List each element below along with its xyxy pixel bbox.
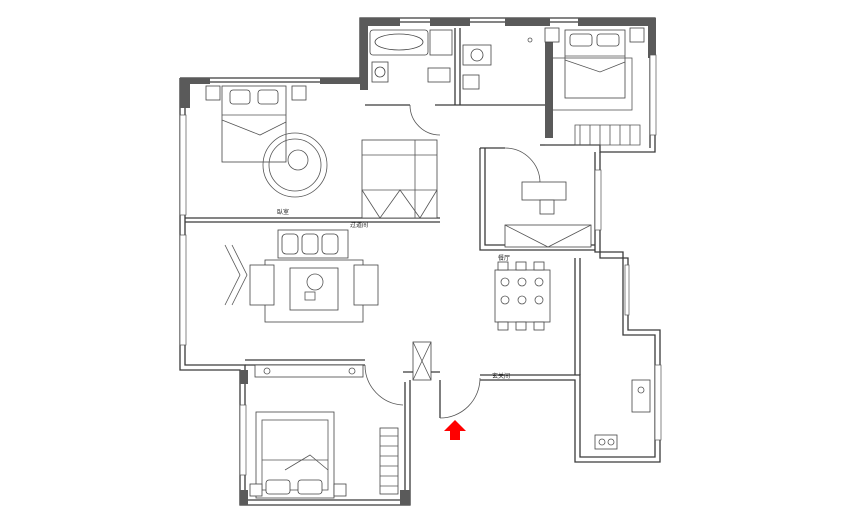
- red-up-arrow-icon: [444, 420, 466, 440]
- kitchen: [504, 181, 592, 248]
- living-room: [224, 229, 379, 378]
- dining-label: 餐厅: [498, 254, 510, 262]
- bedroom-label: 臥室: [277, 208, 289, 216]
- entry-label: 玄关间: [492, 372, 510, 380]
- bedroom-upper-left: [205, 85, 438, 219]
- utility-kitchen: [594, 379, 651, 450]
- aisle-label: 过道间: [350, 221, 368, 229]
- dining-area: [412, 261, 551, 381]
- door-swings: [364, 104, 541, 419]
- master-bedroom: [544, 27, 645, 146]
- bedroom-lower: [249, 411, 399, 499]
- windows: [179, 54, 662, 476]
- wall-columns: [180, 18, 656, 505]
- bathroom: [369, 29, 533, 90]
